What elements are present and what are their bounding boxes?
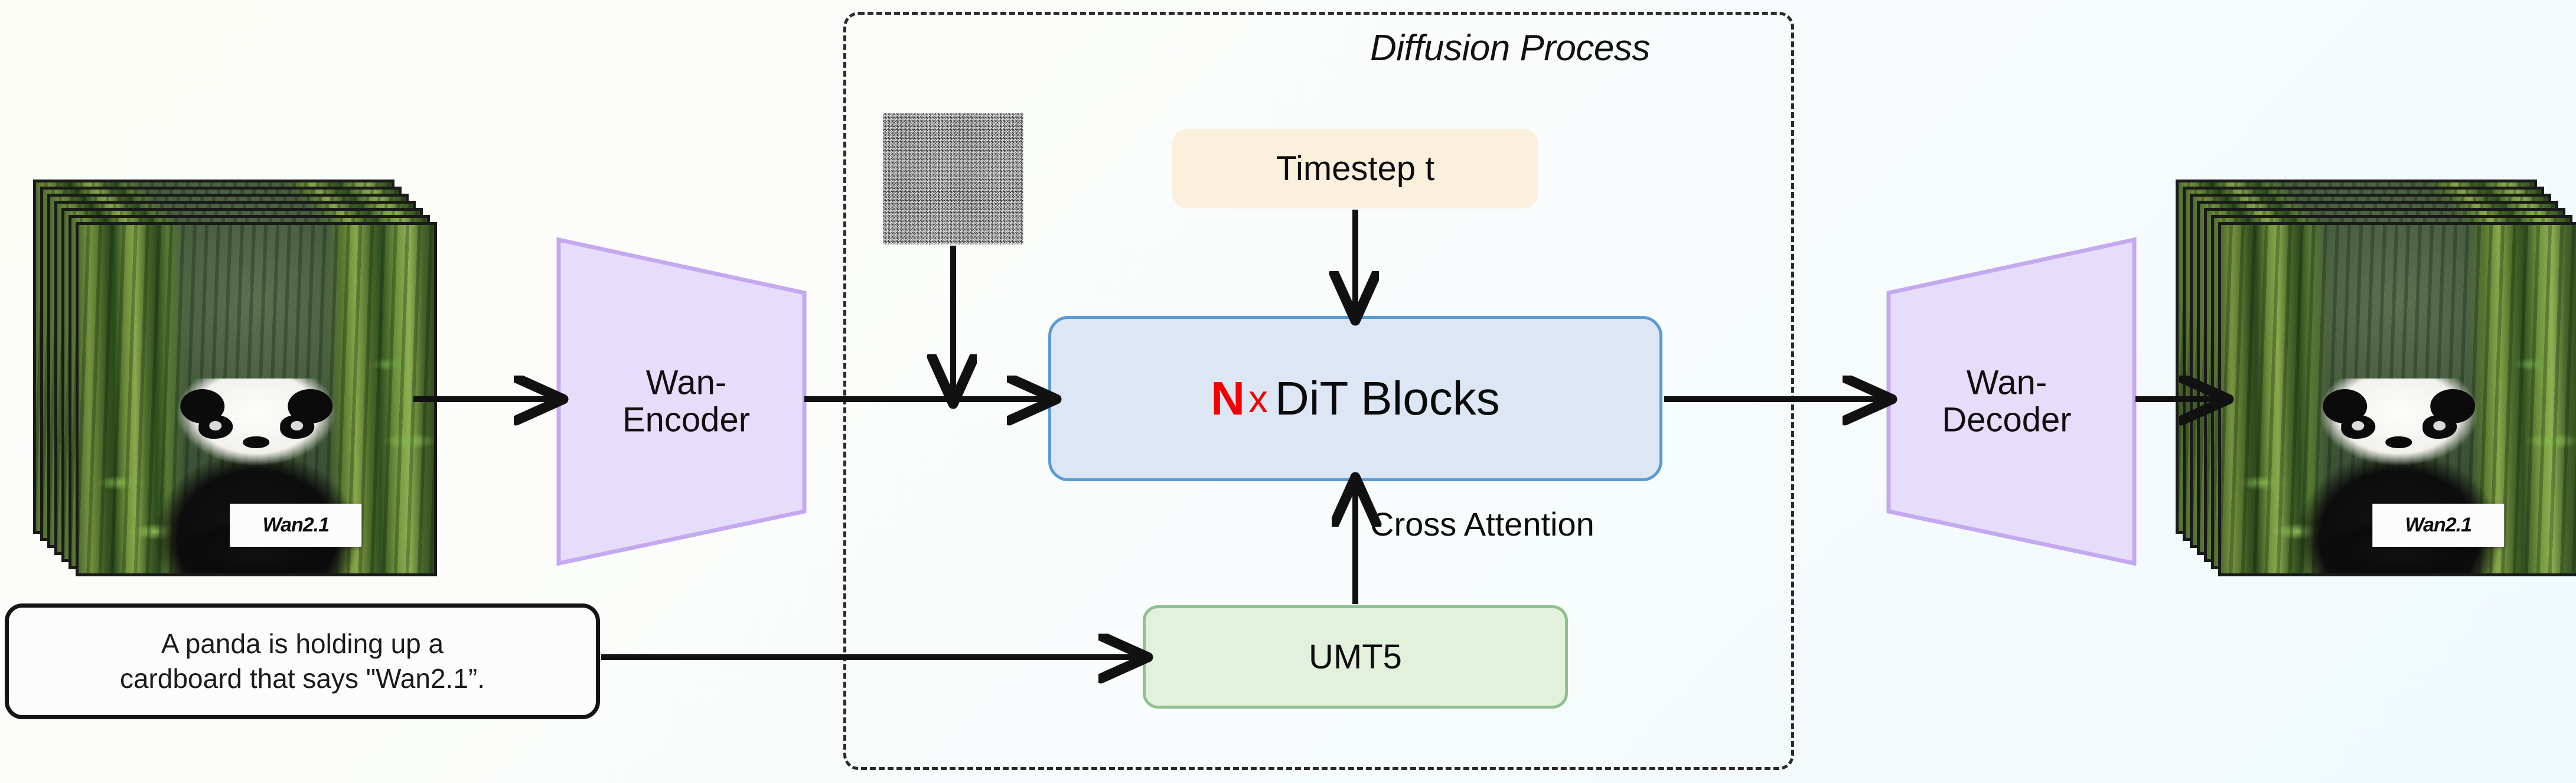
panda-illustration: Wan2.1 — [125, 378, 388, 573]
panda-sign-text: Wan2.1 — [230, 503, 362, 547]
diffusion-process-container — [843, 12, 1794, 770]
video-frame-front: Wan2.1 — [2218, 222, 2576, 576]
wan-decoder-block[interactable]: Wan- Decoder — [1854, 236, 2138, 567]
umt5-label: UMT5 — [1309, 638, 1402, 676]
prompt-text-box[interactable]: A panda is holding up a cardboard that s… — [5, 603, 600, 719]
wan-decoder-label: Wan- Decoder — [1942, 363, 2072, 439]
input-video-frame-stack: Wan2.1 — [13, 177, 437, 579]
dit-multiply-symbol: x — [1248, 377, 1268, 420]
dit-blocks-label: DiT Blocks — [1274, 372, 1500, 425]
trapezoid-shape — [1886, 237, 2137, 566]
cross-attention-label: Cross Attention — [1370, 505, 1594, 543]
timestep-box[interactable]: Timestep t — [1172, 129, 1538, 208]
dit-repeat-count: N — [1211, 372, 1245, 425]
umt5-text-encoder-box[interactable]: UMT5 — [1143, 605, 1568, 709]
panda-sign-text: Wan2.1 — [2372, 503, 2505, 547]
output-video-frame-stack: Wan2.1 — [2156, 177, 2576, 579]
panda-illustration: Wan2.1 — [2267, 378, 2531, 573]
prompt-line-2: cardboard that says "Wan2.1”. — [119, 663, 485, 694]
timestep-label: Timestep t — [1276, 149, 1435, 188]
wan-encoder-label: Wan- Encoder — [622, 363, 751, 439]
trapezoid-shape — [556, 237, 807, 566]
prompt-line-1: A panda is holding up a — [161, 628, 444, 660]
video-frame-front: Wan2.1 — [76, 222, 437, 576]
gaussian-noise-icon — [883, 113, 1023, 244]
dit-blocks-box[interactable]: N x DiT Blocks — [1048, 316, 1662, 481]
diffusion-process-label: Diffusion Process — [1370, 28, 1650, 68]
wan-encoder-block[interactable]: Wan- Encoder — [555, 236, 839, 567]
prompt-text: A panda is holding up a cardboard that s… — [120, 627, 485, 696]
